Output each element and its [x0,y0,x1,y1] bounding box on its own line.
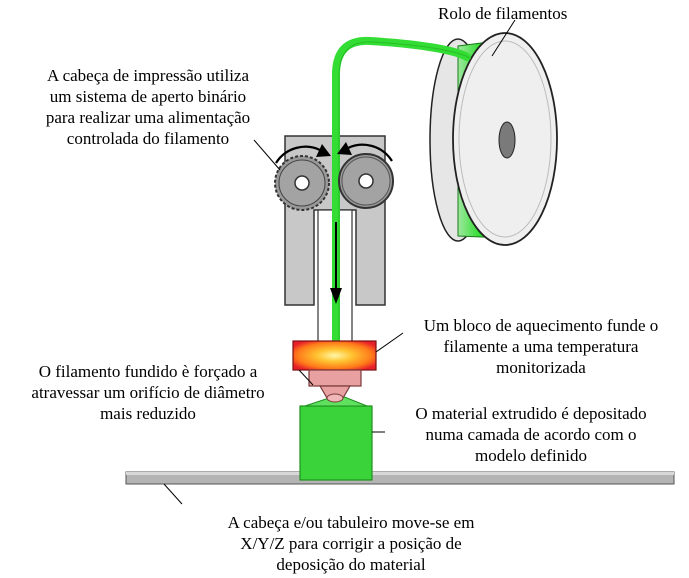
spool-label: Rolo de filamentos [438,3,567,24]
drive-label-line: para realizar uma alimentação [45,108,251,127]
bed-label-line: X/Y/Z para corrigir a posição de [240,534,462,553]
idler-wheel-icon [338,153,394,209]
nozzle-label-line: mais reduzido [100,404,196,423]
rotation-arrows [275,142,393,164]
heater-label-line: filamente a uma temperatura [443,337,639,356]
heater-label: Um bloco de aquecimento funde o filament… [396,315,686,378]
bed-label: A cabeça e/ou tabuleiro move-se em X/Y/Z… [192,512,510,575]
spool-label-line: Rolo de filamentos [438,4,568,23]
drive-label-line: controlada do filamento [66,129,230,148]
heater-label-line: Um bloco de aquecimento funde o [423,316,659,335]
drive-label-line: um sistema de aperto binário [49,87,247,106]
extruded-label-line: O material extrudido é depositado [415,404,647,423]
bed-label-line: A cabeça e/ou tabuleiro move-se em [227,513,475,532]
drive-gear-icon [274,155,330,211]
heater-block-icon [292,340,377,371]
drive-label-line: A cabeça de impressão utiliza [46,66,250,85]
nozzle-icon [308,369,362,403]
extruded-label-line: modelo definido [475,446,587,465]
nozzle-label-line: atravessar um orifício de diâmetro [31,383,265,402]
nozzle-label-line: O filamento fundido è forçado a [38,362,258,381]
build-plate-icon [125,471,675,485]
flow-arrow [330,222,342,304]
spool-icon [429,32,558,246]
nozzle-label: O filamento fundido è forçado a atravess… [2,361,294,424]
extruded-part-icon [299,395,373,481]
extruded-label: O material extrudido é depositado numa c… [380,403,682,466]
bed-label-line: deposição do material [276,555,426,574]
drive-label: A cabeça de impressão utiliza um sistema… [14,65,282,149]
leader-lines [163,19,516,505]
heater-label-line: monitorizada [496,358,586,377]
extruded-label-line: numa camada de acordo com o [425,425,637,444]
